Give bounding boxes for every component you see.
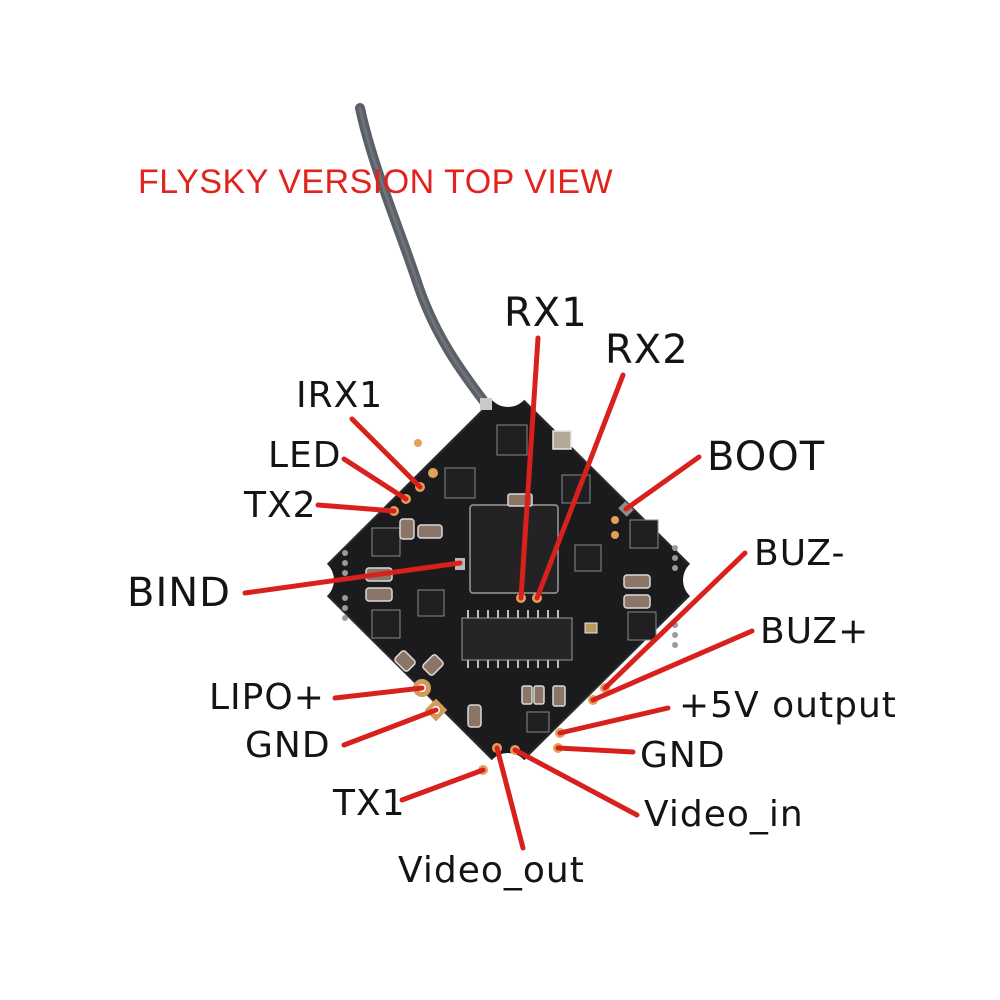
- leader-led: [341, 456, 409, 502]
- label-lipo-plus: LIPO+: [209, 677, 325, 718]
- mount-notch-left: [290, 558, 334, 602]
- mount-notch-bottom: [486, 753, 530, 797]
- leader-buz-minus: [602, 550, 748, 691]
- label-buz-minus: BUZ-: [754, 533, 846, 574]
- leader-lipo-plus: [332, 685, 425, 701]
- leader-tx2: [315, 502, 397, 514]
- baro-sensor: [552, 430, 572, 450]
- leader-gnd-right: [555, 745, 636, 755]
- label-rx1: RX1: [504, 290, 588, 336]
- leader-bind: [242, 560, 463, 596]
- label-tx2: TX2: [244, 485, 317, 526]
- leader-boot: [623, 454, 702, 512]
- diagram-title: FLYSKY VERSION TOP VIEW: [138, 163, 614, 201]
- leader-irx1: [349, 416, 423, 490]
- leader-buz-plus: [590, 628, 755, 703]
- leader-gnd-left: [341, 707, 439, 748]
- label-video-in: Video_in: [644, 794, 804, 835]
- leader-tx1: [399, 767, 486, 803]
- label-rx2: RX2: [605, 327, 689, 373]
- osd-chip: [461, 617, 573, 661]
- label-gnd-left: GND: [245, 725, 331, 766]
- leader-video-out: [494, 745, 526, 851]
- label-gnd-right: GND: [640, 735, 726, 776]
- mount-notch-right: [683, 558, 727, 602]
- leader-5v-output: [557, 705, 671, 736]
- antenna-joint: [480, 398, 492, 410]
- label-5v-output: +5V output: [679, 685, 897, 726]
- label-buz-plus: BUZ+: [760, 611, 870, 652]
- crystal: [584, 622, 598, 634]
- leader-rx1: [518, 335, 541, 601]
- leader-rx2: [534, 372, 626, 601]
- leader-lines: [242, 335, 755, 851]
- label-bind: BIND: [127, 570, 231, 616]
- leader-video-in: [512, 747, 640, 818]
- flight-controller-board: [290, 363, 727, 797]
- label-video-out: Video_out: [398, 850, 585, 891]
- label-tx1: TX1: [333, 783, 406, 824]
- mount-notch-top: [486, 363, 530, 407]
- label-boot: BOOT: [707, 434, 826, 480]
- antenna-wire: [355, 103, 491, 409]
- label-led: LED: [268, 435, 342, 476]
- label-irx1: IRX1: [296, 375, 384, 416]
